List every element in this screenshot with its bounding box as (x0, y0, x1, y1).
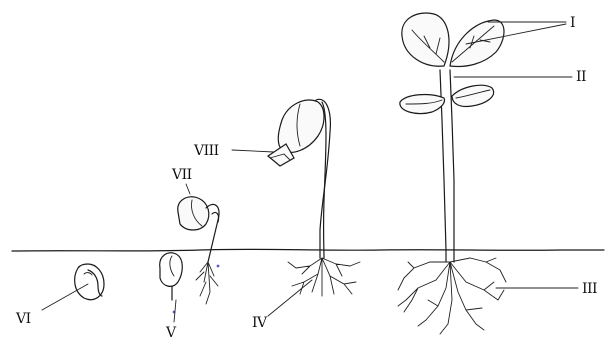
label-i: I (570, 16, 575, 30)
label-viii: VIII (194, 144, 219, 158)
seed-stage-vi (75, 264, 104, 300)
label-ii: II (576, 70, 586, 84)
label-v: V (166, 326, 176, 340)
leader-lines (42, 22, 578, 322)
label-vii: VII (172, 168, 192, 182)
seed-stage-v (160, 253, 183, 314)
label-vi: VI (16, 312, 31, 326)
roots-mature (398, 258, 506, 334)
seedling-mature (400, 13, 504, 262)
seedling-stage-viii (268, 99, 330, 258)
label-iv: IV (252, 316, 267, 330)
soil-surface-line (12, 249, 604, 251)
label-iii: III (582, 282, 597, 296)
